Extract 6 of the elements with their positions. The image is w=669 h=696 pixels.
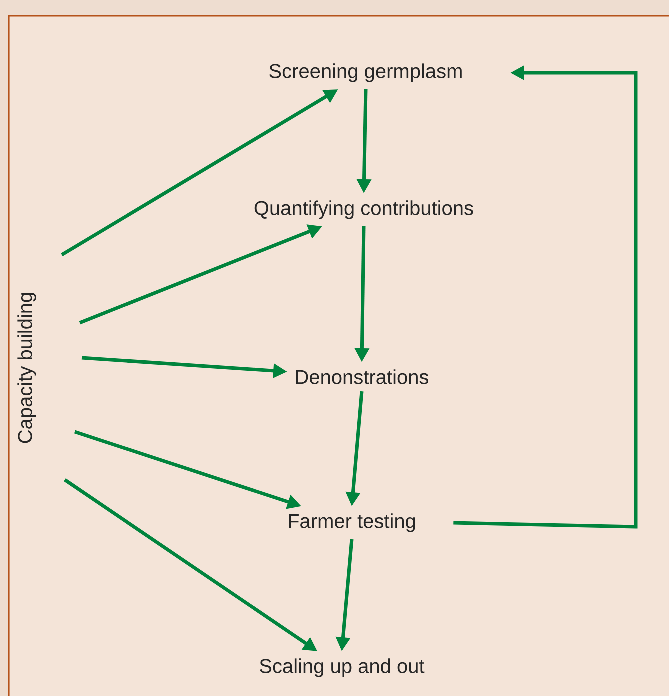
step-label: Denonstrations: [296, 370, 428, 384]
step-label: Quantifying contributions: [254, 200, 474, 220]
step-label: Scaling up and out: [260, 658, 425, 678]
step-label: Screening germplasm: [270, 64, 462, 82]
step-label: Farmer testing: [289, 514, 416, 532]
vertical-label: Capacity building: [18, 293, 36, 444]
